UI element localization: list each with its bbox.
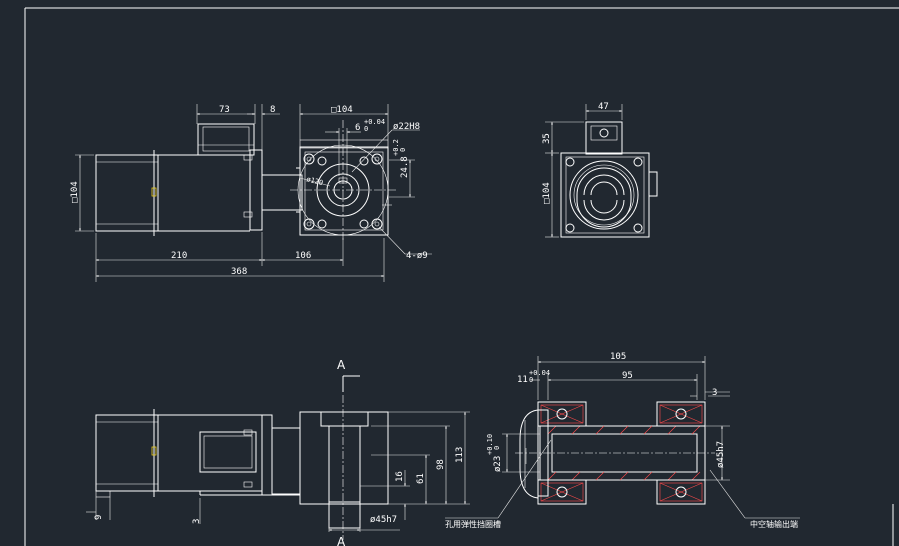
dim-24-8-tol2: 0 — [399, 148, 407, 152]
dim-24-8-tol: +0.2 — [392, 139, 400, 156]
dim-bore-tol2: 0 — [493, 446, 501, 450]
dim-bore: ø22H8 — [393, 122, 420, 132]
section-mark-bottom: A — [337, 535, 346, 546]
bottom-view: A A — [86, 358, 470, 546]
dim-6-tol: +0.04 — [364, 118, 385, 126]
dim-11: 11 — [517, 375, 528, 385]
dim-95: 95 — [622, 371, 633, 381]
dim-pcd: ø120 — [305, 175, 323, 187]
dim-11-tol: +0.04 — [529, 369, 550, 377]
dim-61: 61 — [416, 473, 426, 484]
note-hollow-shaft-output: 中空轴输出端 — [750, 519, 798, 529]
dim-6-tol2: 0 — [364, 125, 368, 133]
dim-106: 106 — [295, 251, 311, 261]
dim-3-section: 3 — [712, 388, 717, 398]
front-view: 73 8 □104 6 +0.04 0 ø22H8 24.8 +0.2 0 ø1… — [70, 104, 432, 282]
dim-bore-section: ø23 — [493, 456, 503, 472]
dim-16: 16 — [395, 471, 405, 482]
dim-square-side: □104 — [542, 182, 552, 204]
dim-shaft-section: ø45h7 — [716, 441, 726, 468]
dim-73: 73 — [219, 105, 230, 115]
dim-47: 47 — [598, 102, 609, 112]
dim-holes: 4-ø9 — [406, 251, 428, 261]
dim-square-104: □104 — [331, 105, 353, 115]
section-mark-top: A — [337, 358, 346, 372]
dim-105: 105 — [610, 352, 626, 362]
dim-11-tol2: 0 — [529, 376, 533, 384]
drawing-frame — [24, 7, 899, 546]
side-view: 47 35 □104 — [542, 102, 658, 238]
dim-bore-tol: +0.10 — [486, 434, 494, 455]
dim-98: 98 — [436, 459, 446, 470]
dim-8: 8 — [270, 105, 275, 115]
dim-9: 9 — [94, 515, 104, 520]
dim-113: 113 — [455, 447, 465, 463]
dim-3: 3 — [192, 519, 202, 524]
section-view: 105 95 3 11 +0.04 0 ø23 +0.10 0 ø45h7 孔用… — [445, 352, 800, 529]
dim-square-left: □104 — [70, 181, 80, 203]
note-retaining-ring-groove: 孔用弹性挡圈槽 — [445, 519, 501, 529]
dim-shaft-bottom: ø45h7 — [370, 515, 397, 525]
dim-210: 210 — [171, 251, 187, 261]
dim-35: 35 — [542, 133, 552, 144]
dim-24-8: 24.8 — [400, 156, 410, 178]
dim-368: 368 — [231, 267, 247, 277]
dim-6: 6 — [355, 123, 360, 133]
